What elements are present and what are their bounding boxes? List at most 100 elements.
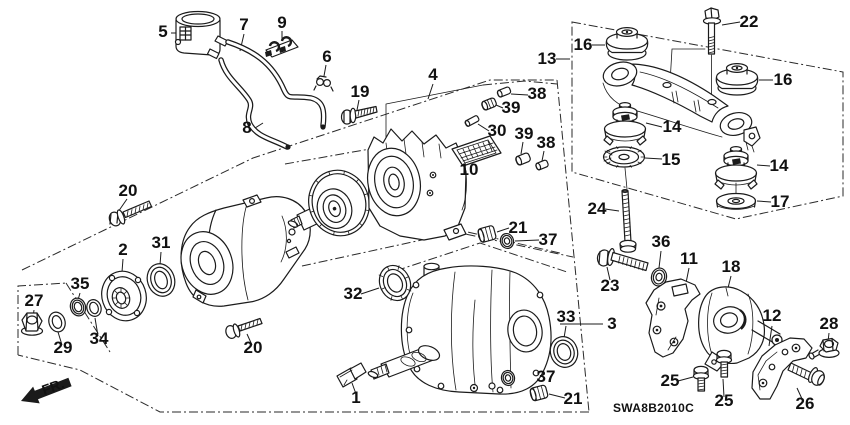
part-label-5: 5 [158,22,167,41]
part-18-mount-rubber [698,286,783,372]
part-label-21: 21 [564,389,583,408]
part-label-9: 9 [277,13,286,32]
part-21-drain-plug-lower [529,384,549,402]
part-label-7: 7 [239,15,248,34]
part-28-flange-nut [808,337,840,360]
part-label-25: 25 [661,371,680,390]
part-8-breather-tube-b [218,57,291,150]
part-24-stud-bolt [619,189,637,253]
part-31-oil-seal [146,263,176,297]
part-label-33: 33 [557,307,576,326]
part-14-mount-bush-left [603,101,647,146]
part-label-20: 20 [119,181,138,200]
part-20-bolt-upper [108,200,153,227]
part-27-flange-nut [20,312,44,336]
part-label-12: 12 [763,306,782,325]
part-label-10: 10 [460,160,479,179]
part-label-16: 16 [574,35,593,54]
part-11-mount-bracket [645,278,701,358]
part-3-rear-housing [367,262,552,395]
part-20-bolt-lower [225,317,263,339]
part-label-23: 23 [601,276,620,295]
part-12-mount-bracket [751,337,813,400]
part-label-32: 32 [344,284,363,303]
part-5-breather-chamber [174,10,229,60]
part-38-dowel-pin-b [535,159,549,171]
part-7-breather-tube-a [225,39,327,130]
fr-label: FR. [40,375,67,398]
part-2-companion-flange [101,270,147,322]
diagram-code: SWA8B2010C [613,401,694,415]
part-1-breather-joint [336,362,367,388]
part-38-dowel-pin-a [496,86,512,98]
part-label-38: 38 [528,84,547,103]
part-39-orifice-b [515,152,531,166]
part-label-8: 8 [242,118,251,137]
part-label-29: 29 [54,338,73,357]
part-16-mount-rubber-right [715,62,759,96]
part-label-15: 15 [662,150,681,169]
part-label-14: 14 [770,156,789,175]
part-37-sealing-washer-lower [500,369,516,387]
part-label-1: 1 [351,388,360,407]
part-label-17: 17 [771,192,790,211]
part-15-stopper-plate [602,146,646,168]
part-label-13: 13 [538,49,557,68]
part-30-roller-pin [464,115,480,127]
part-label-3: 3 [607,314,616,333]
part-22-bolt [702,7,722,55]
part-6-tube-clip [313,75,334,92]
part-label-6: 6 [322,47,331,66]
part-36-washer [650,267,668,287]
part-label-30: 30 [488,121,507,140]
part-33-oil-seal [549,336,579,368]
part-label-28: 28 [820,314,839,333]
part-label-19: 19 [351,82,370,101]
part-4-clutch-drum [287,169,370,237]
part-label-16: 16 [774,70,793,89]
part-label-37: 37 [537,367,556,386]
part-label-31: 31 [152,233,171,252]
part-label-26: 26 [796,394,815,413]
part-23-bolt [596,248,649,272]
part-19-bolt [340,105,378,125]
part-25-bolt-left [692,365,710,392]
part-39-orifice-a [481,97,497,111]
part-label-11: 11 [680,249,698,268]
part-32-oil-seal [378,264,412,302]
part-label-39: 39 [502,98,521,117]
part-label-18: 18 [722,257,741,276]
part-21-drain-plug-upper [477,225,497,243]
part-4-carrier-housing [180,194,311,307]
part-label-25: 25 [715,391,734,410]
part-10-strainer [451,135,502,167]
part-label-22: 22 [740,12,759,31]
part-label-14: 14 [663,117,682,136]
part-29-spacer [48,311,66,333]
part-14-mount-bush-right [714,146,758,190]
part-25-bolt-right [715,349,733,378]
part-label-27: 27 [25,291,44,310]
part-13-mount-crossbar [602,61,761,153]
part-label-39: 39 [515,124,534,143]
part-label-24: 24 [588,199,607,218]
part-4-coupling-housing [367,128,467,241]
part-26-bolt [787,362,825,386]
part-label-4: 4 [428,65,438,84]
part-label-36: 36 [652,232,671,251]
part-37-sealing-washer-upper [499,232,515,250]
fr-direction-arrow: FR. [21,375,72,404]
part-label-20: 20 [244,338,263,357]
part-label-38: 38 [537,133,556,152]
part-17-washer-plate [715,192,757,210]
part-label-21: 21 [509,218,528,237]
part-label-37: 37 [539,230,558,249]
part-34-o-ring [86,299,102,317]
part-label-34: 34 [90,329,109,348]
part-9-tube-clamp [265,36,299,58]
part-16-mount-rubber-left [605,27,649,61]
part-35-washer [69,297,87,317]
